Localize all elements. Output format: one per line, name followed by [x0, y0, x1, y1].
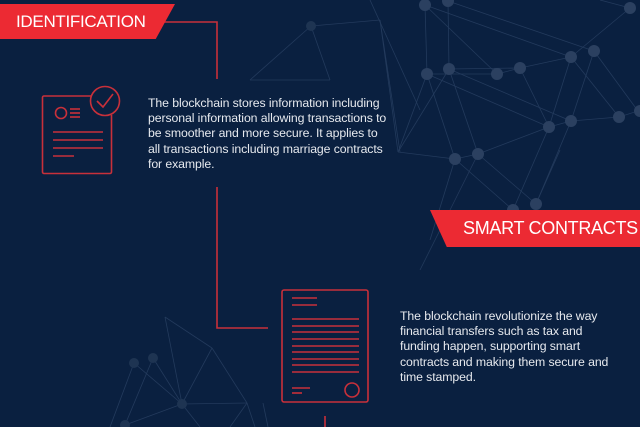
section-description: The blockchain stores information includ… — [148, 96, 387, 171]
section-banner-identification: IDENTIFICATION — [0, 4, 175, 39]
section-title: SMART CONTRACTS — [463, 218, 638, 238]
contract-document-icon — [281, 289, 369, 403]
section-description: The blockchain revolutionize the way fin… — [400, 309, 609, 384]
section-banner-smart-contracts: SMART CONTRACTS — [430, 210, 640, 247]
document-check-icon — [41, 85, 121, 175]
section-title: IDENTIFICATION — [16, 11, 146, 31]
